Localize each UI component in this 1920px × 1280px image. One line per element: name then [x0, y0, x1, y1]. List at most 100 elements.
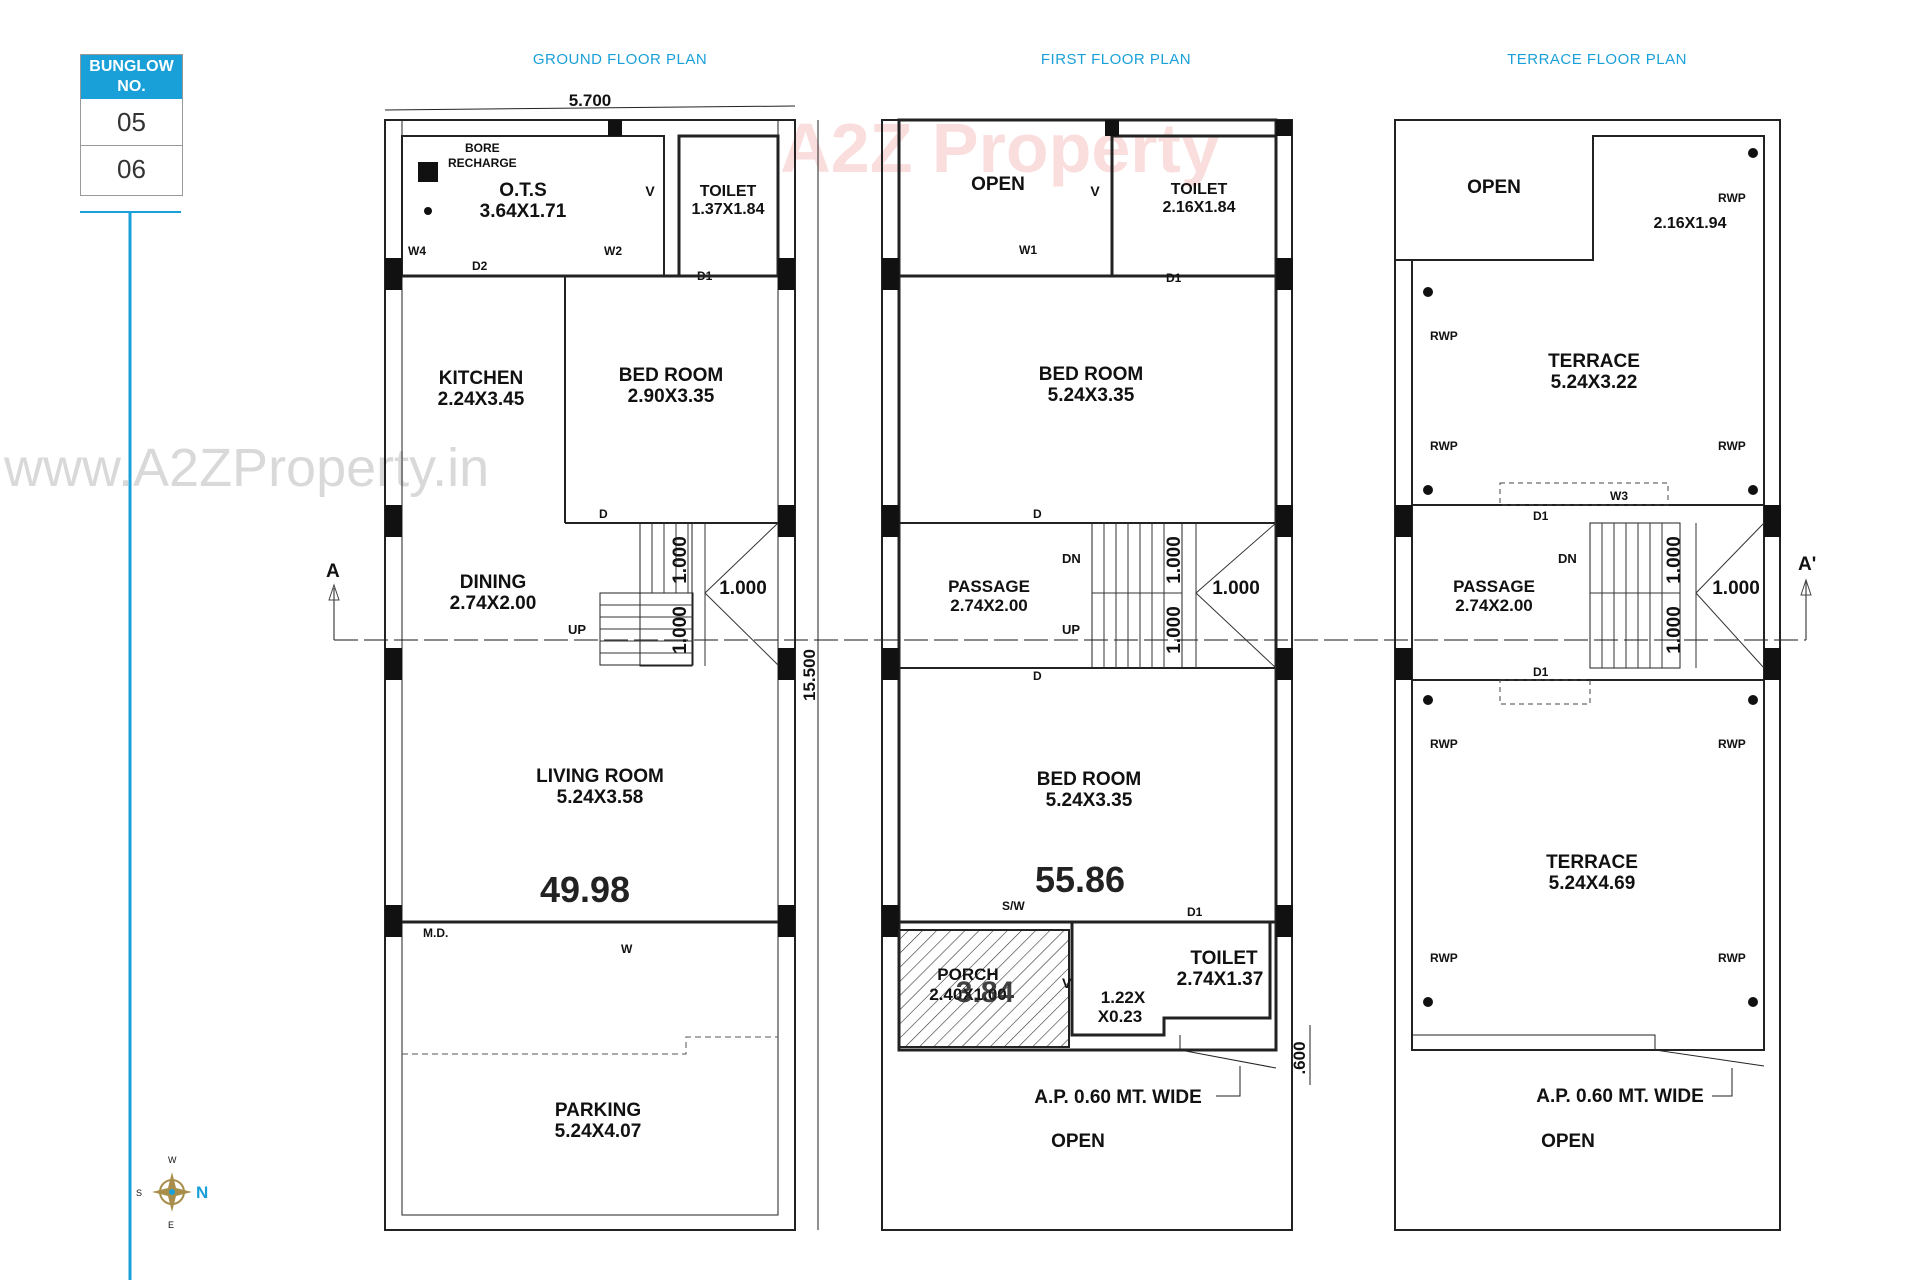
compass-n: N [196, 1183, 208, 1202]
ground-w-tag: W [621, 942, 633, 956]
ground-d-tag: D [599, 507, 608, 521]
first-up-tag: UP [1062, 622, 1080, 637]
first-col-1 [1105, 120, 1119, 136]
ground-width-dim: 5.700 [569, 91, 612, 110]
duct-size-2: X0.23 [1098, 1007, 1142, 1026]
first-floor-plan: OPEN V TOILET 2.16X1.84 W1 D1 BED ROOM 5… [881, 118, 1311, 1231]
first-stair-treads [1092, 523, 1182, 668]
terrace-w3-tag: W3 [1610, 489, 1628, 503]
dining-size: 2.74X2.00 [450, 593, 537, 614]
terrace-col-3 [1395, 648, 1412, 680]
ground-col-6 [778, 648, 795, 680]
terrace-col-2 [1764, 505, 1781, 537]
rwp-label-5: RWP [1430, 737, 1458, 751]
terrace-d1-tag-bottom: D1 [1533, 665, 1549, 679]
rwp-label-8: RWP [1718, 951, 1746, 965]
first-stair-dim-3: 1.000 [1212, 578, 1260, 599]
bore-label-2: RECHARGE [448, 156, 517, 170]
terrace-w3-dash [1499, 482, 1669, 506]
first-passage-label: PASSAGE [948, 577, 1030, 596]
ground-plot-inner [401, 119, 779, 1216]
terrace-top-size: 2.16X1.94 [1654, 215, 1727, 232]
first-col-8 [1276, 648, 1293, 680]
ground-v-tag: V [645, 183, 655, 199]
ground-col-7 [385, 905, 402, 937]
ground-col-8 [778, 905, 795, 937]
porch-label: PORCH [937, 965, 998, 984]
compass-w: W [168, 1155, 177, 1165]
first-bedroom2-label: BED ROOM [1037, 769, 1142, 790]
terrace-floor-title: TERRACE FLOOR PLAN [1507, 51, 1687, 68]
terrace-stair-landing [1695, 522, 1765, 669]
first-toilet-label: TOILET [1171, 181, 1228, 198]
first-v2-tag: V [1062, 975, 1072, 991]
ground-md-tag: M.D. [423, 926, 448, 940]
rwp-dot-4 [1748, 485, 1758, 495]
bunglow-header-text: BUNGLOW NO. [89, 58, 174, 95]
first-col-5 [882, 505, 899, 537]
rwp-dot-6 [1748, 695, 1758, 705]
ground-parking-dash [402, 1036, 778, 1055]
terrace-ap-leader [1712, 1068, 1733, 1097]
ground-w2-tag: W2 [604, 244, 622, 258]
ground-bedroom-size: 2.90X3.35 [628, 386, 715, 407]
terrace-d1-dash [1499, 679, 1591, 705]
kitchen-size: 2.24X3.45 [438, 389, 525, 410]
first-sw-tag: S/W [1002, 899, 1025, 913]
ground-floor-title: GROUND FLOOR PLAN [533, 51, 707, 68]
first-toilet-size: 2.16X1.84 [1163, 199, 1236, 216]
ground-stair-upper [639, 522, 693, 667]
bore-label-1: BORE [465, 141, 500, 155]
ots-label: O.T.S [499, 180, 547, 201]
section-a-arrow [328, 583, 340, 601]
first-col-7 [882, 648, 899, 680]
terrace-passage-label: PASSAGE [1453, 577, 1535, 596]
first-col-10 [1276, 905, 1293, 937]
bore-dot [424, 207, 432, 215]
ground-stair-landing [704, 522, 779, 666]
ground-length-dim: 15.500 [800, 649, 819, 701]
dining-label: DINING [460, 572, 527, 593]
terrace1-size: 5.24X3.22 [1551, 372, 1638, 393]
bunglow-header: BUNGLOW NO. [81, 55, 182, 99]
first-col-2 [1276, 120, 1292, 136]
watermark-logo: A2Z Property [780, 109, 1220, 187]
rwp-dot-2 [1423, 287, 1433, 297]
ground-stair-dim-2: 1.000 [670, 606, 691, 654]
rwp-dot-5 [1423, 695, 1433, 705]
bunglow-number-1: 05 [81, 99, 182, 146]
rwp-dot-7 [1423, 997, 1433, 1007]
ground-d2-tag: D2 [472, 259, 488, 273]
ground-col-2 [778, 258, 795, 290]
section-aprime-label: A' [1798, 554, 1816, 575]
first-stair-dim-1: 1.000 [1164, 536, 1185, 584]
terrace2-label: TERRACE [1546, 852, 1638, 873]
compass-s: S [136, 1188, 142, 1198]
ground-width-dimline [384, 105, 796, 111]
living-size: 5.24X3.58 [557, 787, 644, 808]
ground-col-4 [778, 505, 795, 537]
first-toilet2-outline [1070, 922, 1272, 1037]
living-label: LIVING ROOM [536, 766, 664, 787]
first-upper-block [897, 118, 1278, 1052]
ground-stair-dim-1: 1.000 [670, 536, 691, 584]
first-col-3 [882, 258, 899, 290]
bunglow-box: BUNGLOW NO. 05 06 [80, 54, 183, 196]
ground-col-3 [385, 505, 402, 537]
rwp-label-2: RWP [1430, 329, 1458, 343]
first-open-top: OPEN [971, 174, 1025, 195]
rwp-label-3: RWP [1430, 439, 1458, 453]
ground-toilet-label: TOILET [700, 183, 757, 200]
watermark-url: www.A2ZProperty.in [3, 438, 489, 498]
first-v-tag: V [1090, 183, 1100, 199]
first-w1-tag: W1 [1019, 243, 1037, 257]
first-d1-tag-top: D1 [1166, 271, 1182, 285]
terrace-stair-dim-2: 1.000 [1664, 606, 1685, 654]
terrace-stair-box [1589, 522, 1681, 669]
terrace-floor-plan: OPEN 2.16X1.94 TERRACE 5.24X3.22 W3 D1 D… [1394, 119, 1781, 1231]
terrace-dn-tag: DN [1558, 551, 1577, 566]
first-plot-outline [881, 119, 1293, 1231]
terrace-stair-dim-3: 1.000 [1712, 578, 1760, 599]
rwp-dot-8 [1748, 997, 1758, 1007]
